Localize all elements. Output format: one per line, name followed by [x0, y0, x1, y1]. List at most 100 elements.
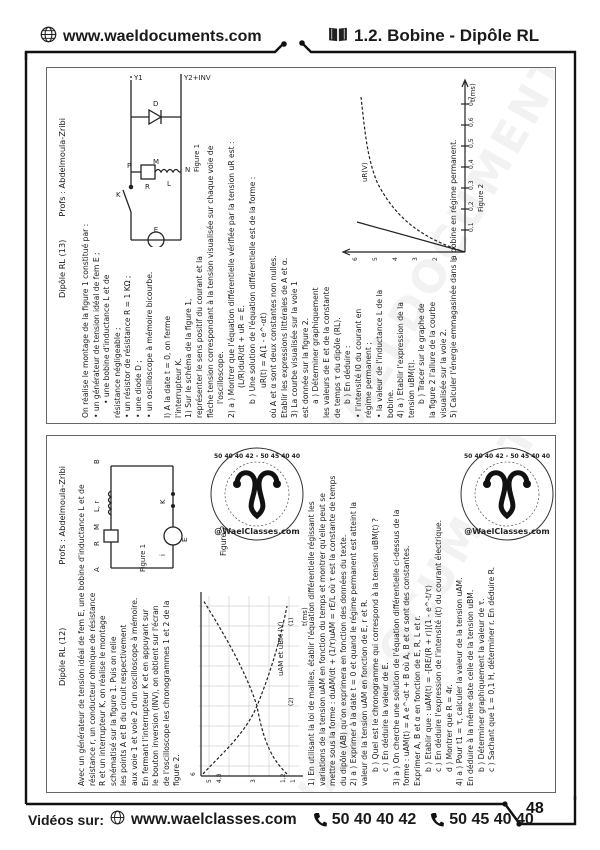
exercise-13-scan: WAELDOCUMENTS Dipôle RL (13) Profs : Abd…: [46, 67, 556, 424]
chapter-title: 1.2. Bobine - Dipôle RL: [354, 26, 540, 45]
svg-text:M: M: [93, 524, 101, 530]
text-line: les valeurs de E et de la constante: [322, 286, 332, 418]
text-line: régime permanent ;: [364, 342, 374, 418]
text-line: résistance négligeable ;: [112, 327, 122, 418]
phone-icon: [431, 813, 445, 827]
text-line: b ) En déduire :: [343, 345, 353, 404]
text-line: • l'intensité I0 du courant en: [353, 308, 363, 418]
page-number: 48: [526, 800, 544, 817]
label-N: N: [185, 166, 190, 174]
waelclasses-stamp: @WaelClasses.com 50 40 40 42 - 50 45 40 …: [210, 447, 304, 541]
y-tick: 4,8: [216, 773, 223, 783]
svg-text:K: K: [159, 499, 167, 504]
y-tick: 3: [250, 779, 257, 783]
svg-text:2: 2: [432, 257, 439, 261]
phone-2-number: 50 45 40 40: [449, 811, 534, 828]
exercise-12-figure-1-caption: Figure 1: [139, 544, 147, 572]
label-P: P: [127, 162, 131, 170]
exercise-13-figure-2-graph: 0,1 0,2 0,3 0,4 0,5 0,6 0,7 1 2 3 4 5 6 …: [341, 78, 485, 261]
svg-text:L, r: L, r: [93, 501, 101, 512]
text-line: 1) Sur le schéma de la figure 1,: [184, 298, 194, 418]
phone-1-number: 50 40 40 42: [331, 811, 417, 828]
text-line: de temps τ du dipôle (RL).: [332, 317, 342, 418]
y-tick: 5: [206, 779, 213, 783]
text-line: où A et α sont deux constantes non nulle…: [269, 255, 279, 418]
exercise-13-figure-2-caption: Figure 2: [477, 184, 485, 212]
exercise-12-figure-1-circuit: B L, r M R A K i E Figure 1: [93, 459, 189, 572]
header-chapter: 1.2. Bobine - Dipôle RL: [328, 26, 539, 46]
svg-text:0,3: 0,3: [468, 180, 475, 190]
book-icon: [328, 26, 348, 46]
svg-text:0,1: 0,1: [468, 222, 475, 232]
svg-text:A: A: [93, 567, 101, 572]
svg-text:4: 4: [392, 257, 399, 261]
phone-1[interactable]: 50 40 40 42: [313, 811, 417, 829]
text-line: l'oscilloscope.: [216, 351, 226, 404]
stamp-ring-text: 50 40 40 42 - 50 45 40 40: [464, 453, 550, 460]
text-line: 2) a ) Exprimer à la date t = 0 et quand…: [349, 501, 359, 786]
label-Y2: Y2+INV: [183, 74, 211, 82]
text-line: 3) a ) On cherche une solution de l'équa…: [391, 509, 401, 786]
text-line: b ) Etablir que : uAM(t) = -[RE/(R + r)]…: [423, 585, 433, 772]
text-line: l'interrupteur K.: [173, 358, 183, 418]
text-line: b ) Tracer sur le graphe de: [417, 303, 427, 404]
footer-site-link[interactable]: www.waelclasses.com: [131, 811, 297, 828]
text-line: • une diode D ;: [133, 360, 143, 418]
text-line: • un résistor de résistance R = 1 KΩ ;: [123, 275, 133, 418]
stamp-ring-text: 50 40 40 42 - 50 45 40 40: [214, 453, 300, 460]
exercise-12-title-row: Dipôle RL (12) Profs : Abdelmoula-Zribi: [57, 466, 68, 786]
exercise-13-figure-2-ylabel: uR(V): [361, 162, 369, 182]
stamp-site: @WaelClasses.com: [464, 527, 549, 536]
text-line: b ) Une solution de l'équation différent…: [247, 176, 257, 404]
label-K: K: [116, 191, 121, 199]
text-line: valeur de la tension uAM en fonction de …: [359, 599, 369, 786]
header-site-link[interactable]: www.waeldocuments.com: [63, 27, 262, 45]
text-line: est donnée sur la figure 2.: [300, 317, 310, 418]
exercise-13-title: Dipôle RL (13): [57, 239, 67, 298]
text-line: 5) Calculer l'énergie emmagasinée dans l…: [449, 139, 459, 418]
text-line: On réalise le montage de la figure 1 con…: [81, 223, 90, 418]
svg-text:B: B: [93, 459, 101, 464]
stamp-site: @WaelClasses.com: [214, 527, 299, 536]
text-line: d ) Montrer que R = 4r.: [444, 684, 454, 772]
svg-text:5: 5: [372, 257, 379, 261]
curve-label: (1): [288, 618, 295, 627]
svg-text:0,6: 0,6: [468, 117, 475, 127]
text-line: variations de la tension uAM en fonction…: [317, 493, 327, 786]
svg-text:0,4: 0,4: [468, 159, 475, 169]
text-line: b ) Quel est le chronogramme qui corresp…: [370, 518, 380, 772]
text-line: la figure 2 l'allure de la courbe: [428, 301, 437, 418]
phone-2[interactable]: 50 45 40 40: [430, 811, 534, 829]
y-tick: 1,2: [280, 773, 287, 783]
svg-text:0,7: 0,7: [468, 96, 475, 106]
globe-icon: [40, 26, 57, 47]
label-D: D: [153, 100, 158, 108]
label-M: M: [153, 158, 159, 166]
exercise-12-scan: WAELDOCUMENTS Dipôle RL (12) Profs : Abd…: [46, 435, 556, 793]
svg-text:3: 3: [412, 257, 419, 261]
header-site[interactable]: www.waeldocuments.com: [40, 26, 262, 47]
exercise-12-profs: Profs : Abdelmoula-Zribi: [57, 466, 67, 565]
text-line: Avec un générateur de tension idéal de f…: [77, 484, 86, 786]
text-line: du dipôle (AB) qu'on exprimera en foncti…: [338, 534, 348, 786]
text-line: 3) La courbe visualisée sur la voie 1: [290, 281, 300, 418]
y-tick: 6: [190, 772, 197, 776]
text-line: I) A la date t = 0, on ferme: [163, 315, 173, 418]
exercise-12-figure-2-xlabel: t(ms): [301, 607, 309, 626]
text-line: tension uBM(t).: [406, 359, 416, 418]
text-line: bobine.: [385, 389, 395, 418]
text-line: Exprimer A, B et α en fonction de E, R, …: [412, 615, 422, 786]
text-line: flèche tension correspondant à la tensio…: [205, 145, 215, 418]
exercise-12-title: Dipôle RL (12): [57, 627, 67, 686]
exercise-13-figure-2-xlabel: t(ms): [469, 83, 477, 102]
svg-text:i: i: [159, 554, 167, 556]
text-line: c ) En déduire la valeur de E.: [381, 662, 391, 772]
equation: uR(t) = A(1 - e^-αt): [258, 312, 268, 388]
text-line: visualisée sur la voie 2.: [438, 328, 448, 418]
text-line: représenter le sens positif du courant e…: [194, 256, 204, 418]
text-line: • un oscilloscope à mémoire bicourbe.: [144, 271, 154, 418]
svg-text:0,2: 0,2: [468, 201, 475, 211]
label-Y1: Y1: [133, 74, 143, 82]
phone-icon: [313, 813, 327, 827]
